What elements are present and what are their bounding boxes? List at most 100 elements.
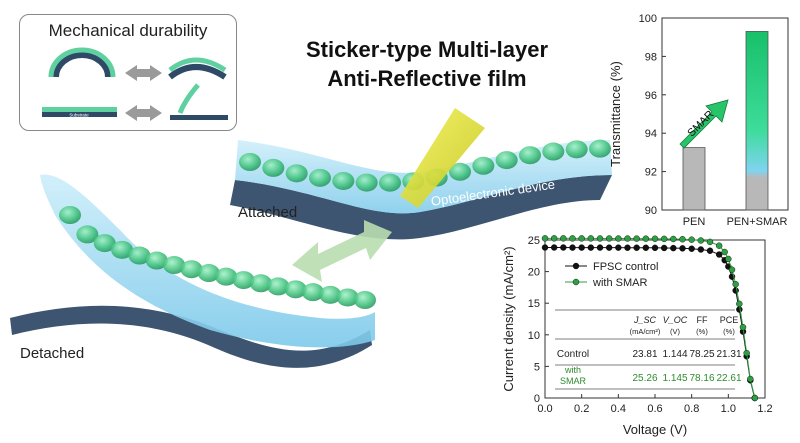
jv-y-axis-label: Current density (mA/cm²) — [501, 246, 516, 391]
inset-title: Mechanical durability — [48, 21, 208, 40]
film-bump — [284, 280, 307, 299]
jv-point — [706, 238, 714, 246]
film-bump — [285, 164, 308, 183]
detached-label: Detached — [20, 345, 85, 362]
jv-point — [728, 266, 736, 273]
film-bump — [76, 225, 99, 244]
bar-y-tick-label: 94 — [645, 128, 657, 140]
detached-film — [40, 174, 375, 348]
jv-point — [660, 244, 668, 252]
bar-y-tick-label: 98 — [645, 51, 657, 63]
jv-point — [732, 287, 739, 294]
bar-y-tick-label: 92 — [645, 167, 657, 179]
jv-point — [642, 235, 650, 242]
jv-point — [578, 244, 585, 251]
flat-substrate — [42, 112, 117, 117]
bar-x-tick-label: PEN+SMAR — [727, 216, 788, 228]
film-bump — [239, 153, 261, 171]
film-bump — [215, 267, 238, 286]
film-bump — [565, 140, 588, 159]
film-bump — [267, 277, 290, 296]
film-bump — [111, 240, 134, 259]
bar-y-tick-label: 90 — [645, 205, 657, 217]
jv-x-tick-label: 1.0 — [721, 403, 736, 415]
legend-marker — [572, 278, 580, 286]
jv-point — [697, 237, 705, 244]
jv-point — [615, 235, 622, 242]
main-title: Sticker-type Multi-layer Anti-Reflective… — [262, 35, 592, 93]
film-bump — [163, 256, 186, 275]
table-unit: (mA/cm²) — [630, 327, 661, 336]
smar-arrow-label: SMAR — [685, 108, 716, 139]
legend-label: with SMAR — [592, 277, 647, 289]
jv-point — [747, 375, 754, 383]
jv-y-tick-label: 20 — [528, 267, 540, 279]
bar-x-tick-label: PEN — [683, 216, 706, 228]
jv-point — [651, 235, 659, 242]
inset-drawing: Substrate — [42, 47, 228, 121]
film-bump — [145, 251, 168, 270]
bar — [745, 31, 769, 211]
jv-point — [715, 251, 723, 258]
arch-film — [48, 47, 116, 78]
film-bump — [93, 234, 116, 253]
film-bump — [332, 171, 355, 190]
film-bump — [449, 162, 471, 181]
device-substrate — [230, 175, 612, 240]
jv-point — [670, 235, 677, 243]
jv-point — [732, 281, 739, 288]
jv-point — [569, 235, 576, 242]
table-header: PCE — [720, 315, 739, 325]
legend-marker — [572, 262, 580, 270]
title-line-1: Sticker-type Multi-layer — [305, 37, 549, 62]
substrate-text: Substrate — [69, 113, 89, 118]
jv-point — [560, 235, 567, 242]
table-header: V_OC — [663, 315, 688, 325]
jv-x-axis-label: Voltage (V) — [623, 422, 687, 437]
jv-point — [721, 248, 728, 256]
film-bump — [379, 173, 401, 192]
table-cell: 25.26 — [632, 373, 657, 384]
table-header: FF — [697, 315, 708, 325]
jv-point — [541, 244, 549, 251]
bar-y-axis-label: Transmittance (%) — [608, 61, 623, 167]
film-bump — [495, 151, 518, 170]
film-bump — [249, 274, 272, 293]
table-unit: (%) — [723, 327, 735, 336]
jv-point — [688, 236, 695, 243]
table-cell: 78.16 — [689, 373, 714, 384]
film-bump — [128, 246, 151, 265]
jv-x-tick-label: 0.6 — [647, 403, 662, 415]
table-cell: 1.144 — [662, 349, 687, 360]
jv-point — [587, 235, 595, 242]
jv-point — [670, 244, 677, 252]
smar-arrow — [679, 99, 729, 149]
jv-y-tick-label: 15 — [528, 298, 540, 310]
detached-bumps — [59, 206, 376, 309]
jv-point — [715, 242, 723, 249]
film-bump — [197, 264, 220, 283]
detached-substrate — [10, 305, 372, 368]
jv-point — [587, 244, 595, 251]
film-bump — [309, 168, 331, 187]
film-bump — [301, 283, 324, 302]
swap-arrow — [292, 220, 392, 282]
jv-x-tick-label: 0.8 — [684, 403, 699, 415]
jv-point — [615, 244, 622, 251]
jv-point — [688, 245, 695, 252]
peel-substrate — [170, 115, 228, 120]
jv-y-tick-label: 10 — [528, 330, 540, 342]
jv-point — [550, 235, 558, 242]
table-cell: 23.81 — [632, 349, 657, 360]
bar-plot-frame — [661, 17, 789, 211]
jv-point — [651, 244, 659, 252]
jv-point — [697, 246, 705, 253]
legend-label: FPSC control — [593, 261, 658, 273]
jv-point — [624, 235, 631, 242]
film-bump — [354, 291, 376, 309]
attached-label: Attached — [238, 204, 298, 221]
inset-arrow-top — [125, 65, 162, 81]
film-bump — [519, 146, 541, 165]
